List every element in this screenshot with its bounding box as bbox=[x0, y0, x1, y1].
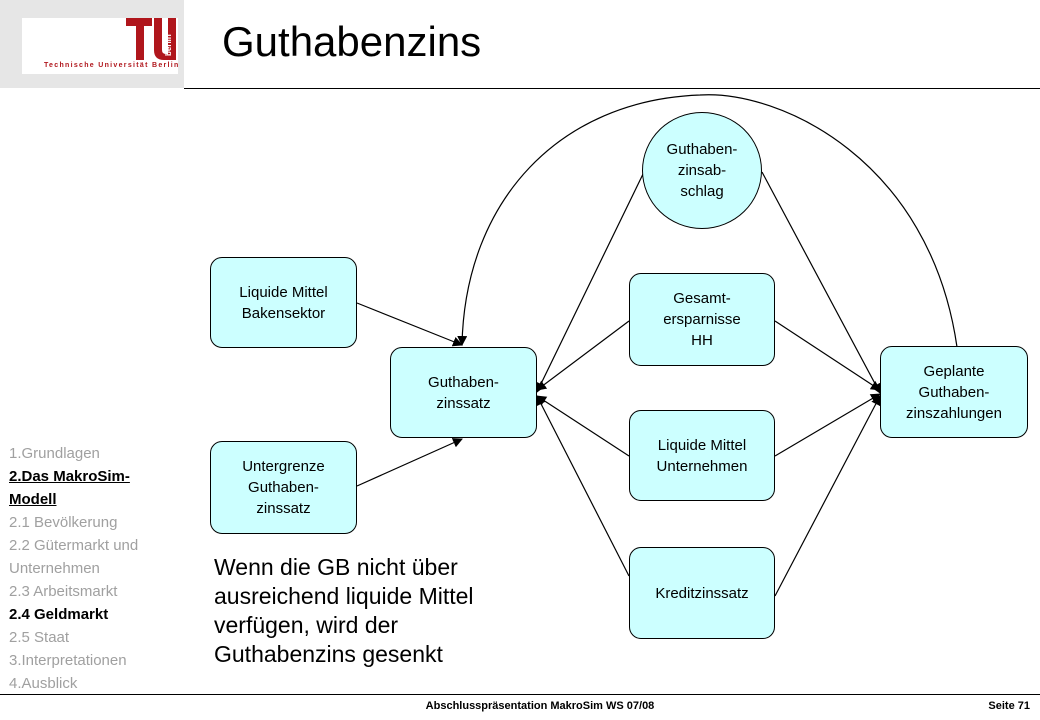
node-liquide-mittel-bankensektor: Liquide Mittel Bakensektor bbox=[210, 257, 357, 348]
nav-item-interpretationen[interactable]: 3.Interpretationen bbox=[9, 652, 127, 669]
nav-item-bevoelkerung[interactable]: 2.1 Bevölkerung bbox=[9, 514, 118, 531]
explanation-note: Wenn die GB nicht über ausreichend liqui… bbox=[214, 554, 474, 667]
edge-unternehmen-to-geplante bbox=[774, 393, 881, 457]
nav-item-guetermarkt[interactable]: 2.2 Gütermarkt und bbox=[9, 537, 139, 554]
logo-tagline: Technische Universität Berlin bbox=[44, 62, 180, 69]
edge-ersparnisse-to-geplante bbox=[774, 320, 881, 391]
edge-bankensektor-to-zinssatz bbox=[356, 302, 463, 347]
footer-page-number: Seite 71 bbox=[988, 700, 1030, 712]
edge-ersparnisse-to-zinssatz bbox=[536, 320, 630, 391]
logo-panel bbox=[22, 18, 178, 74]
node-kreditzinssatz: Kreditzinssatz bbox=[629, 547, 775, 639]
node-gesamtersparnisse-hh: Gesamt- ersparnisse HH bbox=[629, 273, 775, 366]
node-geplante-guthabenzinszahlungen: Geplante Guthaben- zinszahlungen bbox=[880, 346, 1028, 438]
footer-divider bbox=[0, 694, 1040, 695]
footer-presentation-title: Abschlusspräsentation MakroSim WS 07/08 bbox=[425, 700, 655, 712]
node-guthabenzinsabschlag: Guthaben- zinsab- schlag bbox=[642, 112, 762, 229]
logo-background: berlin Technische Universität Berlin bbox=[0, 0, 184, 88]
edge-feedback-arc bbox=[457, 94, 958, 348]
edge-unternehmen-to-zinssatz bbox=[536, 395, 630, 457]
nav-item-makrosim-modell[interactable]: 2.Das MakroSim- bbox=[9, 468, 130, 485]
nav-item-ausblick[interactable]: 4.Ausblick bbox=[9, 675, 78, 692]
nav-item-guetermarkt-cont[interactable]: Unternehmen bbox=[9, 560, 100, 577]
node-guthabenzinssatz: Guthaben- zinssatz bbox=[390, 347, 537, 438]
edge-kreditzins-to-geplante bbox=[774, 395, 881, 597]
svg-text:berlin: berlin bbox=[164, 34, 173, 56]
nav-item-staat[interactable]: 2.5 Staat bbox=[9, 629, 70, 646]
tu-berlin-logo-icon: berlin bbox=[126, 18, 176, 60]
page-title: Guthabenzins bbox=[222, 18, 482, 65]
node-liquide-mittel-unternehmen: Liquide Mittel Unternehmen bbox=[629, 410, 775, 501]
node-untergrenze-guthabenzinssatz: Untergrenze Guthaben- zinssatz bbox=[210, 441, 357, 534]
sidebar-navigation: 1.Grundlagen 2.Das MakroSim- Modell 2.1 … bbox=[9, 442, 184, 695]
nav-item-makrosim-modell-cont[interactable]: Modell bbox=[9, 491, 57, 508]
edge-abschlag-to-zinssatz bbox=[536, 171, 645, 393]
title-divider bbox=[184, 88, 1040, 89]
nav-item-grundlagen[interactable]: 1.Grundlagen bbox=[9, 445, 100, 462]
edge-untergrenze-to-zinssatz bbox=[356, 438, 463, 487]
edge-kreditzins-to-zinssatz bbox=[536, 395, 630, 577]
nav-item-arbeitsmarkt[interactable]: 2.3 Arbeitsmarkt bbox=[9, 583, 118, 600]
nav-item-geldmarkt[interactable]: 2.4 Geldmarkt bbox=[9, 606, 109, 623]
edge-abschlag-to-geplante bbox=[761, 171, 881, 394]
